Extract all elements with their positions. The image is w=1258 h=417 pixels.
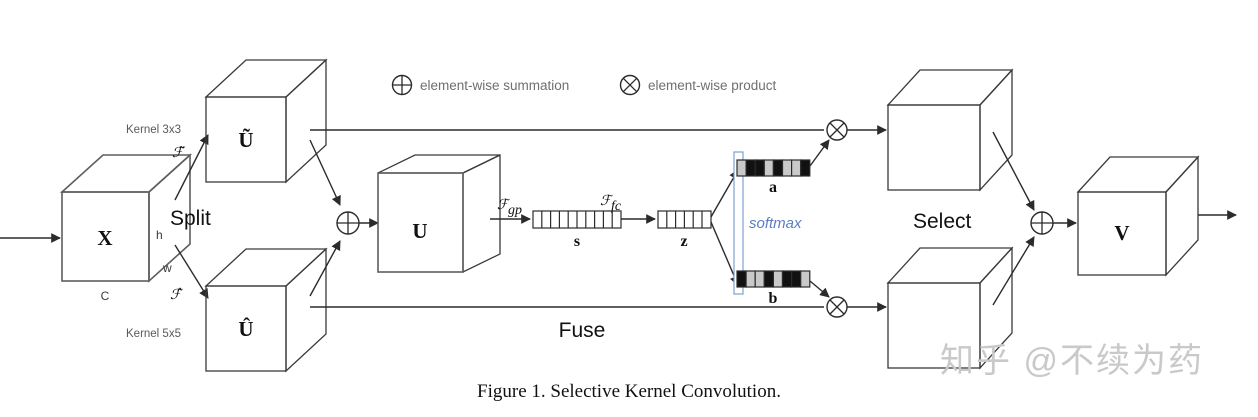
vector-b: b <box>736 270 811 307</box>
x-cube-label: X <box>97 226 112 250</box>
selected-a-cube-top <box>886 69 1014 106</box>
vector-z: z <box>657 210 712 250</box>
vector-a-cell <box>772 159 784 177</box>
vector-a-cell <box>800 159 811 177</box>
selected-a-to-sum-arrow <box>992 131 1035 211</box>
softmax-gate <box>733 151 744 295</box>
v-cube-top <box>1076 156 1200 193</box>
vector-b-cell <box>745 270 756 288</box>
u-cube-label: U <box>412 219 427 243</box>
transform-f-hat-label: ℱ̂ <box>170 287 184 303</box>
legend-label-product: element-wise product <box>648 78 777 93</box>
split-arrow-bottom <box>174 244 209 299</box>
vector-a-cell <box>736 159 747 177</box>
fuse-input-arrow-top <box>309 139 341 206</box>
x-cube-front <box>61 191 150 282</box>
u-cube-side <box>462 153 501 274</box>
vector-b-cell <box>763 270 774 288</box>
f-fc-subscript: fc <box>611 199 622 214</box>
vector-a: a <box>736 159 811 196</box>
selected-b-cube-top <box>886 247 1014 284</box>
circled-times-icon-d2 <box>829 299 845 315</box>
fuse-input-arrow-bottom <box>309 240 341 297</box>
f-gp-symbol: ℱ <box>497 198 511 213</box>
u-tilde-cube-label: Ũ <box>238 128 253 152</box>
vector-s-label: s <box>574 233 580 250</box>
u-tilde-cube-top <box>204 59 328 98</box>
circled-times-icon-d2 <box>622 77 638 93</box>
vector-a-cell <box>745 159 756 177</box>
figure-caption: Figure 1. Selective Kernel Convolution. <box>477 381 781 402</box>
vector-z-label: z <box>680 233 687 250</box>
v-cube-label: V <box>1114 221 1129 245</box>
legend-item-summation: element-wise summation <box>391 74 569 96</box>
v-cube-front <box>1077 191 1167 276</box>
vector-b-cell <box>736 270 747 288</box>
legend: element-wise summation element-wise prod… <box>391 74 777 96</box>
kernel-5x5-label: Kernel 5x5 <box>126 328 181 340</box>
tensor-cube-u-tilde: Ũ <box>204 58 328 184</box>
transform-f-tilde-label: ℱ̃ <box>172 146 186 161</box>
x-cube-top <box>59 154 193 193</box>
tensor-cube-x: X h w C <box>59 153 193 303</box>
vector-a-cell <box>790 159 802 177</box>
u-hat-cube-top <box>204 248 328 287</box>
selected-a-cube-front <box>887 104 981 191</box>
output-summation-node <box>1030 211 1054 235</box>
tensor-cube-u: U <box>377 153 501 274</box>
b-to-product-arrow <box>809 280 830 298</box>
selected-a-cube-side <box>979 68 1013 192</box>
x-dim-width-label: w <box>162 261 172 275</box>
stage-label-select: Select <box>913 210 972 233</box>
legend-label-summation: element-wise summation <box>420 78 569 93</box>
f-gp-subscript: gp <box>508 203 522 218</box>
a-to-product-arrow <box>809 139 830 167</box>
u-cube-front <box>377 172 464 273</box>
u-tilde-cube-side <box>285 58 327 184</box>
vector-a-label: a <box>769 179 777 196</box>
vector-b-cell <box>800 270 811 288</box>
u-hat-cube-label: Û <box>238 317 253 341</box>
tensor-cube-selected-a <box>886 68 1014 192</box>
vector-b-cell <box>772 270 784 288</box>
circled-times-icon-d2 <box>829 122 845 138</box>
vector-b-cell <box>790 270 802 288</box>
tensor-cube-u-hat: Û <box>204 247 328 373</box>
fuse-summation-node <box>336 211 360 235</box>
vector-a-cell <box>781 159 793 177</box>
vector-a-cell <box>763 159 774 177</box>
global-pooling-operator-label: ℱ gp <box>497 198 522 218</box>
f-fc-symbol: ℱ <box>600 194 614 209</box>
vector-b-cell <box>781 270 793 288</box>
stage-label-fuse: Fuse <box>559 319 606 342</box>
tensor-cube-v: V <box>1076 155 1200 277</box>
selected-b-to-sum-arrow <box>992 236 1035 306</box>
legend-item-product: element-wise product <box>619 74 777 96</box>
vector-s: s <box>532 210 622 250</box>
vector-b-label: b <box>769 290 778 307</box>
x-dim-channels-label: C <box>101 289 110 303</box>
tensor-cube-selected-b <box>886 246 1014 370</box>
kernel-3x3-label: Kernel 3x3 <box>126 124 181 136</box>
fully-connected-operator-label: ℱ fc <box>600 194 622 214</box>
vector-b-cell <box>754 270 765 288</box>
vector-a-cell <box>754 159 765 177</box>
x-dim-height-label: h <box>156 228 163 242</box>
split-arrow-top <box>174 134 209 201</box>
select-product-node-bottom <box>826 296 848 318</box>
selected-b-cube-side <box>979 246 1013 370</box>
u-hat-cube-side <box>285 247 327 373</box>
stage-label-split: Split <box>170 207 211 230</box>
select-product-node-top <box>826 119 848 141</box>
v-cube-side <box>1165 155 1199 277</box>
selected-b-cube-front <box>887 282 981 369</box>
softmax-label: softmax <box>749 215 802 232</box>
u-tilde-cube-front <box>205 96 287 183</box>
u-hat-cube-front <box>205 285 287 372</box>
